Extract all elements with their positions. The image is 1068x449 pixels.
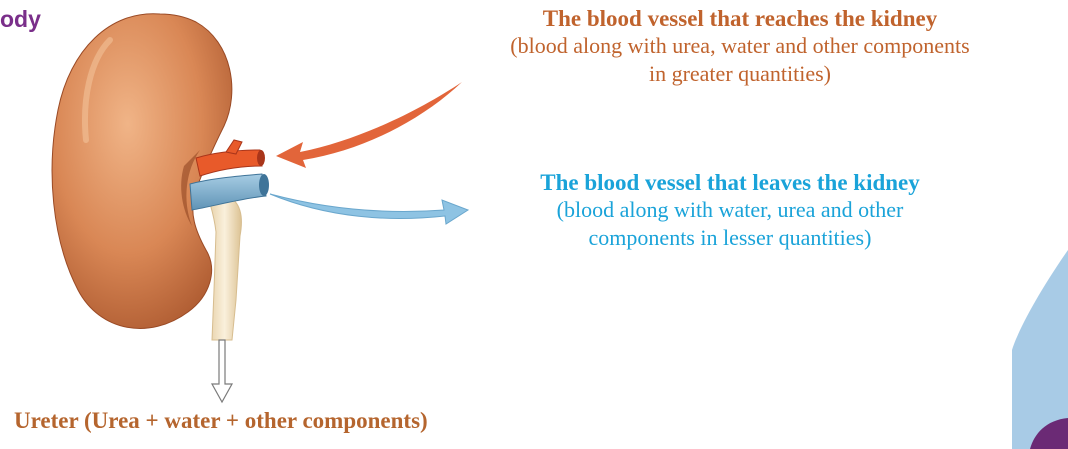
ureter-tube xyxy=(208,195,241,340)
ureter-label: Ureter (Urea + water + other components) xyxy=(14,408,428,434)
reaching-vessel-desc-line2: in greater quantities) xyxy=(420,60,1060,88)
leaving-arrow-icon xyxy=(270,194,468,224)
leaving-vessel-desc-line2: components in lesser quantities) xyxy=(440,224,1020,252)
reaching-arrow-icon xyxy=(276,82,462,168)
ureter-down-arrow-icon xyxy=(212,340,232,402)
renal-artery-opening xyxy=(257,150,265,166)
reaching-vessel-desc-line1: (blood along with urea, water and other … xyxy=(420,32,1060,60)
leaving-vessel-title: The blood vessel that leaves the kidney xyxy=(440,170,1020,196)
renal-vein-opening xyxy=(259,174,269,196)
leaving-vessel-label: The blood vessel that leaves the kidney … xyxy=(440,170,1020,252)
leaving-vessel-desc-line1: (blood along with water, urea and other xyxy=(440,196,1020,224)
reaching-vessel-label: The blood vessel that reaches the kidney… xyxy=(420,6,1060,88)
reaching-vessel-title: The blood vessel that reaches the kidney xyxy=(420,6,1060,32)
section-heading-fragment: ody xyxy=(0,6,41,33)
side-panel-shape xyxy=(1012,250,1068,449)
